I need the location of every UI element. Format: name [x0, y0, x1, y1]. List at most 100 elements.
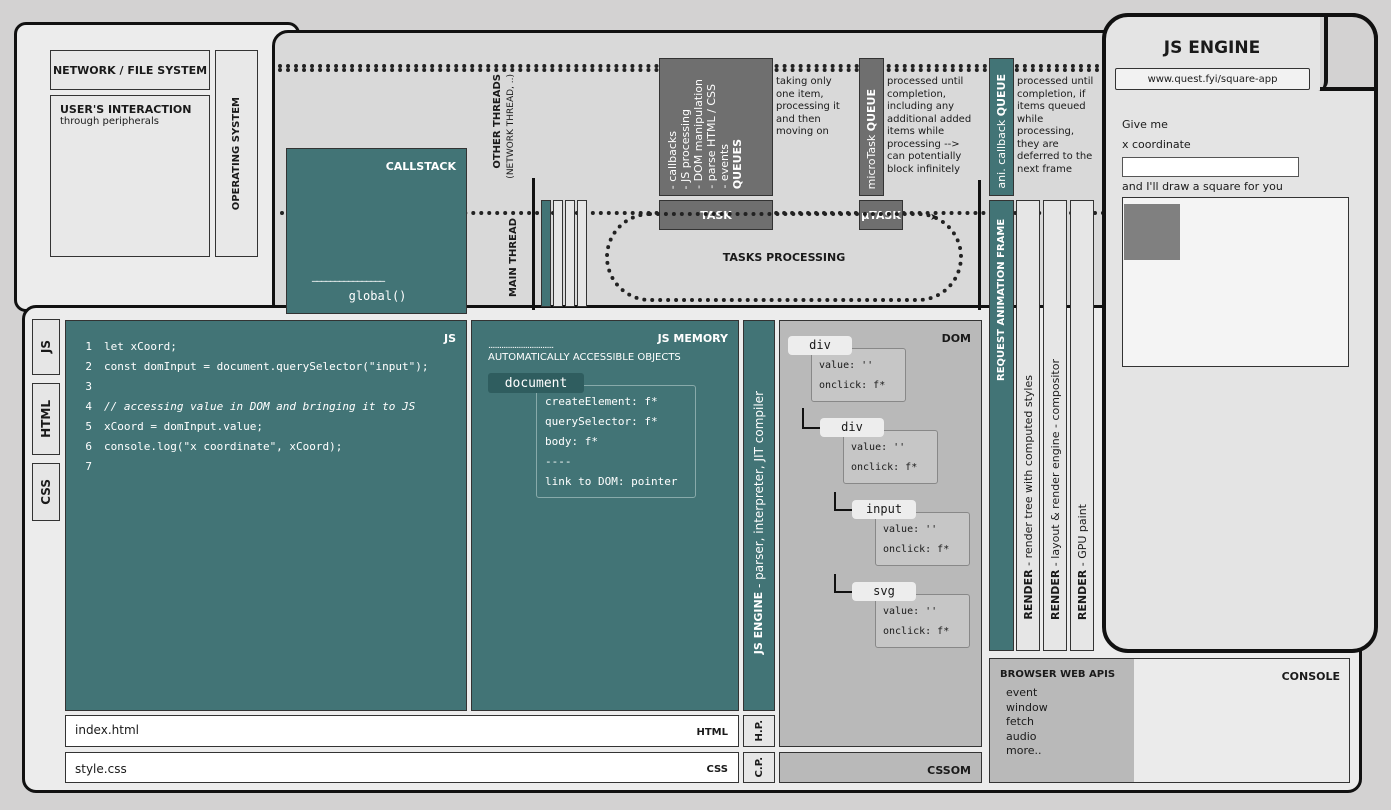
anim-desc-line: processing,	[1017, 126, 1075, 137]
microtask-desc-line: additional added	[887, 113, 972, 125]
draw-square-text: and I'll draw a square for you	[1122, 180, 1283, 193]
document-label-text: document	[504, 375, 568, 391]
web-api-item: more..	[1006, 744, 1042, 757]
dom-tree-line	[834, 509, 852, 511]
html-file-label: HTML	[696, 727, 728, 738]
animation-callback-queue-label: ani. callback QUEUE	[995, 74, 1008, 189]
main-thread-divider-right	[978, 180, 981, 310]
microtask-label: microTask	[865, 134, 878, 189]
render-layout-label: RENDER - layout & render engine - compos…	[1049, 359, 1062, 620]
microtask-queue-box: microTask QUEUE	[859, 58, 884, 196]
queue-item-js: - JS processing	[679, 108, 692, 189]
give-me-text: Give me	[1122, 118, 1168, 131]
queue-description: taking only one item, processing it and …	[776, 76, 840, 139]
network-file-system-label: NETWORK / FILE SYSTEM	[52, 63, 208, 77]
square-canvas	[1122, 197, 1349, 367]
queues-title: QUEUES	[731, 138, 744, 189]
thread-slot	[553, 200, 563, 307]
js-memory-panel: JS MEMORY ..............................…	[471, 320, 739, 711]
dom-node-div[interactable]: div	[788, 336, 852, 355]
thread-slot	[577, 200, 587, 307]
render-text: - render tree with computed styles	[1021, 375, 1035, 567]
dom-title: DOM	[941, 332, 971, 345]
ani-callback-queue-word: QUEUE	[995, 74, 1008, 117]
tab-html[interactable]: HTML	[32, 383, 60, 455]
queue-desc-line: moving on	[776, 126, 829, 137]
js-memory-title: JS MEMORY	[657, 332, 728, 345]
line-code: let xCoord;	[104, 339, 177, 353]
url-text: www.quest.fyi/square-app	[1147, 73, 1278, 85]
render-column-layout: RENDER - layout & render engine - compos…	[1043, 200, 1067, 651]
other-threads-title: OTHER THREADS	[492, 74, 503, 169]
url-bar[interactable]: www.quest.fyi/square-app	[1115, 68, 1310, 90]
microtask-queue-label: microTask QUEUE	[865, 89, 878, 189]
dom-node-div-child[interactable]: div	[820, 418, 884, 437]
tab-css-label: CSS	[39, 479, 53, 505]
microtask-desc-line: processed until	[887, 76, 964, 87]
render-bold: RENDER	[1048, 569, 1062, 620]
document-prop: querySelector: f*	[545, 415, 658, 428]
document-prop: ----	[545, 455, 572, 468]
html-file-name: index.html	[75, 723, 139, 737]
web-api-item: fetch	[1006, 715, 1034, 728]
cssom-label: CSSOM	[927, 764, 971, 777]
dom-node-svg[interactable]: svg	[852, 582, 916, 601]
queue-item-events: - events	[718, 144, 731, 189]
dom-tree-line	[802, 427, 820, 429]
cssom-box: CSSOM	[779, 752, 982, 783]
queue-desc-line: one item,	[776, 88, 824, 100]
web-api-item: window	[1006, 700, 1048, 714]
loop-arrow-icon: ➤	[930, 212, 939, 223]
user-interaction-box: USER'S INTERACTION through peripherals	[50, 95, 210, 257]
callstack-panel: CALLSTACK ________________ global()	[286, 148, 467, 314]
animation-callback-queue-box: ani. callback QUEUE	[989, 58, 1014, 196]
queue-item-callbacks: - callbacks	[666, 130, 679, 189]
render-text: - GPU paint	[1075, 503, 1089, 567]
js-engine-bar: JS ENGINE - parser, interpreter, JIT com…	[743, 320, 775, 711]
dom-node-onclick: onclick: f*	[883, 626, 950, 637]
css-file-label: CSS	[706, 764, 728, 775]
anim-desc-line: items queued	[1017, 101, 1086, 112]
line-number: 7	[85, 459, 92, 473]
line-number: 5	[85, 419, 92, 433]
tab-js[interactable]: JS	[32, 319, 60, 375]
dom-tree-line	[802, 408, 804, 428]
document-object-props: createElement: f* querySelector: f* body…	[536, 385, 696, 498]
network-file-system-box: NETWORK / FILE SYSTEM	[50, 50, 210, 90]
tab-html-label: HTML	[39, 400, 53, 438]
microtask-desc-line: including any	[887, 101, 955, 112]
microtask-desc-line: can potentially	[887, 151, 962, 162]
dom-node-input[interactable]: input	[852, 500, 916, 519]
microtask-queue-word: QUEUE	[865, 88, 878, 131]
dom-node-value: value: ''	[883, 524, 938, 535]
anim-desc-line: while	[1017, 113, 1044, 125]
html-file-bar[interactable]: index.html HTML	[65, 715, 739, 747]
code-line: 4// accessing value in DOM and bringing …	[84, 396, 466, 416]
tab-js-label: JS	[39, 340, 53, 354]
task-queue-box: QUEUES - events - parse HTML / CSS - DOM…	[659, 58, 773, 196]
document-object-label: document	[488, 373, 584, 393]
x-coordinate-input[interactable]	[1122, 157, 1299, 177]
dom-node-value: value: ''	[883, 606, 938, 617]
css-parser-label: C.P.	[753, 757, 765, 778]
css-file-bar[interactable]: style.css CSS	[65, 752, 739, 783]
user-interaction-title: USER'S INTERACTION	[60, 103, 192, 116]
js-engine-bar-label: JS ENGINE - parser, interpreter, JIT com…	[752, 391, 766, 654]
operating-system-label: OPERATING SYSTEM	[231, 96, 242, 211]
console-title: CONSOLE	[1281, 670, 1340, 683]
dom-node-div-props: value: '' onclick: f*	[843, 430, 938, 484]
web-api-item: audio	[1006, 729, 1037, 743]
web-api-item: event	[1006, 686, 1038, 699]
request-animation-frame-column: REQUEST ANIMATION FRAME	[989, 200, 1014, 651]
line-code: // accessing value in DOM and bringing i…	[104, 399, 416, 413]
queue-desc-line: taking only	[776, 76, 832, 87]
ani-callback-label: ani. callback	[995, 120, 1008, 189]
line-number: 6	[85, 439, 92, 453]
render-styles-label: RENDER - render tree with computed style…	[1022, 375, 1035, 620]
microtask-desc-line: completion,	[887, 88, 946, 100]
anim-desc-line: deferred to the	[1017, 151, 1093, 162]
tab-css[interactable]: CSS	[32, 463, 60, 521]
callstack-title: CALLSTACK	[385, 160, 456, 173]
